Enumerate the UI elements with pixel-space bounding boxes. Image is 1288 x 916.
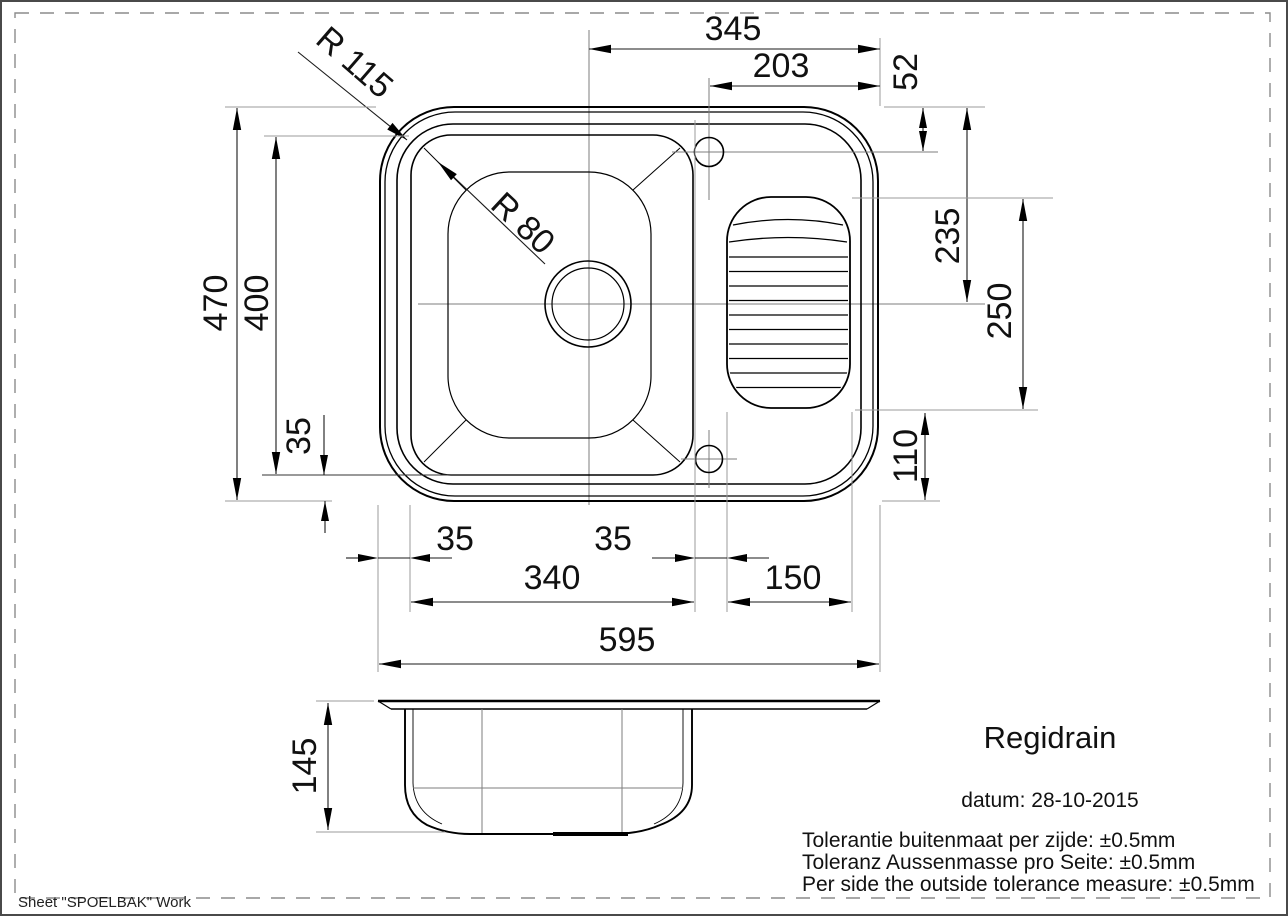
dim-label-595: 595 [599,621,656,659]
dim-label-340: 340 [524,559,581,597]
dimension-150: 150 [728,559,851,607]
title-block: Regidrain datum: 28-10-2015 Tolerantie b… [802,720,1255,896]
product-title: Regidrain [984,720,1117,755]
date-label: datum: 28-10-2015 [961,789,1138,812]
drawing-frame [14,12,1271,899]
dimension-250: 250 [852,197,1053,411]
tolerance-line-nl: Tolerantie buitenmaat per zijde: ±0.5mm [802,829,1175,852]
drain-outlet [544,260,632,348]
dimension-35-bottom-b: 35 [594,520,769,562]
side-bowl-profile [404,709,693,836]
drainboard [726,196,851,409]
dimension-203: 203 [710,47,880,91]
dimension-35-left: 35 [280,415,329,533]
dim-label-470: 470 [197,275,235,332]
drainboard-ribs [729,218,848,389]
dim-label-35b: 35 [594,520,632,558]
dim-label-250: 250 [981,283,1019,340]
tolerance-line-de: Toleranz Aussenmasse pro Seite: ±0.5mm [802,851,1195,874]
dim-label-235: 235 [929,208,967,265]
dimension-595: 595 [379,621,879,669]
dimension-35-bottom-a: 35 [346,520,474,562]
dim-label-35-left: 35 [280,417,318,455]
dim-label-345: 345 [705,10,762,48]
dim-label-203: 203 [753,47,810,85]
dimension-235: 235 [929,108,972,302]
tolerance-line-en: Per side the outside tolerance measure: … [802,873,1255,896]
dimension-145: 145 [286,700,445,833]
dim-label-35a: 35 [436,520,474,558]
sheet-label: Sheet "SPOELBAK" Work [18,894,191,911]
dimension-470: 470 [197,106,376,502]
dimension-400: 400 [238,135,560,476]
dim-label-52: 52 [887,53,925,91]
side-rim [377,699,881,710]
dimension-52: 52 [884,53,985,151]
dimension-345: 345 [589,10,881,106]
top-view [379,30,985,505]
dim-label-110: 110 [887,429,925,483]
dim-label-145: 145 [286,738,324,795]
sink-outer-outline [379,106,879,502]
side-view: 145 [286,699,881,836]
dimension-340: 340 [411,559,694,607]
dimension-110: 110 [882,413,940,502]
dim-label-400: 400 [238,275,276,332]
dim-label-150: 150 [765,559,822,597]
